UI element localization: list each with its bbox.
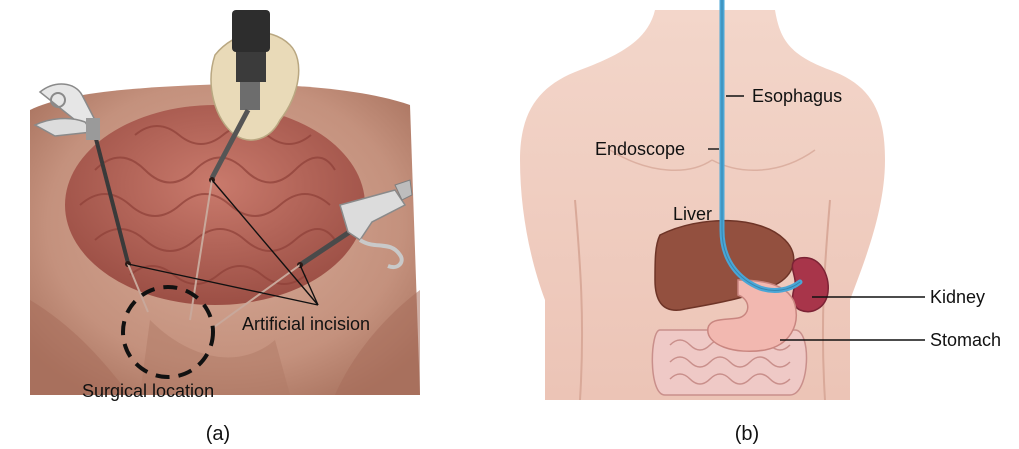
panel-b: Esophagus Endoscope Liver Kidney Stomach… — [520, 0, 1001, 445]
label-surgical-location: Surgical location — [82, 381, 214, 401]
label-artificial-incision: Artificial incision — [242, 314, 370, 334]
caption-a: (a) — [206, 423, 230, 445]
label-esophagus: Esophagus — [752, 86, 842, 106]
intestines-illustration — [65, 105, 365, 305]
label-liver: Liver — [673, 204, 712, 224]
label-kidney: Kidney — [930, 287, 985, 307]
label-stomach: Stomach — [930, 330, 1001, 350]
panel-a: Artificial incision Surgical location (a… — [30, 10, 420, 445]
label-endoscope: Endoscope — [595, 139, 685, 159]
caption-b: (b) — [735, 423, 759, 445]
